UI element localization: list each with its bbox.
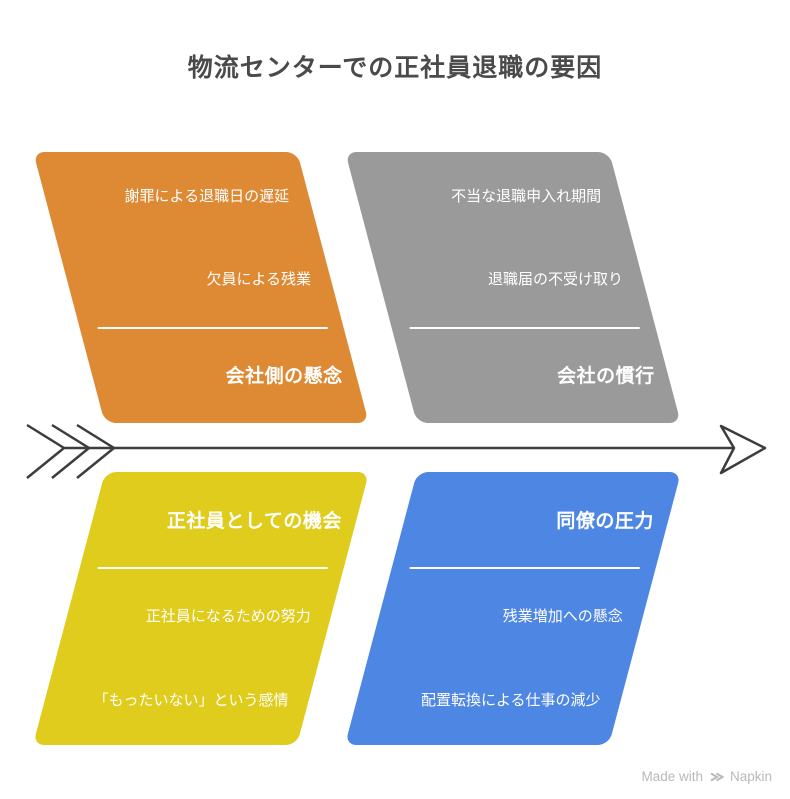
cause-item[interactable]: 不当な退職申入れ期間 xyxy=(451,188,602,205)
divider-line xyxy=(409,567,640,569)
quadrant-peer-pressure[interactable]: 同僚の圧力 残業増加への懸念 配置転換による仕事の減少 xyxy=(344,472,682,745)
napkin-logo-icon xyxy=(710,772,724,781)
quadrant-company-concerns[interactable]: 謝罪による退職日の遅延 欠員による残業 会社側の懸念 xyxy=(33,152,369,423)
cause-item[interactable]: 「もったいない」という感情 xyxy=(93,692,289,709)
watermark-brand: Napkin xyxy=(729,769,772,784)
cause-item[interactable]: 配置転換による仕事の減少 xyxy=(420,692,601,709)
watermark-prefix: Made with xyxy=(641,769,703,784)
divider-line xyxy=(409,327,640,329)
divider-line xyxy=(97,567,328,569)
napkin-watermark-link[interactable]: Made with Napkin xyxy=(641,769,772,784)
quadrant-fulltime-opportunity[interactable]: 正社員としての機会 正社員になるための努力 「もったいない」という感情 xyxy=(32,472,370,745)
arrowhead-icon xyxy=(719,424,767,475)
fishbone-arrow xyxy=(26,423,767,479)
quadrant-title[interactable]: 会社の慣行 xyxy=(557,366,655,387)
cause-item[interactable]: 残業増加への懸念 xyxy=(502,608,623,625)
quadrant-company-practices[interactable]: 不当な退職申入れ期間 退職届の不受け取り 会社の慣行 xyxy=(345,152,681,423)
divider-line xyxy=(97,327,328,329)
quadrant-title[interactable]: 同僚の圧力 xyxy=(556,511,654,532)
quadrant-title[interactable]: 正社員としての機会 xyxy=(166,511,342,532)
diagram-title[interactable]: 物流センターでの正社員退職の要因 xyxy=(187,54,603,82)
quadrant-title[interactable]: 会社側の懸念 xyxy=(225,366,343,387)
cause-item[interactable]: 退職届の不受け取り xyxy=(488,271,624,288)
tail-feathers-icon xyxy=(26,423,117,479)
cause-item[interactable]: 謝罪による退職日の遅延 xyxy=(124,188,290,205)
cause-item[interactable]: 欠員による残業 xyxy=(206,271,312,288)
cause-item[interactable]: 正社員になるための努力 xyxy=(145,608,311,625)
